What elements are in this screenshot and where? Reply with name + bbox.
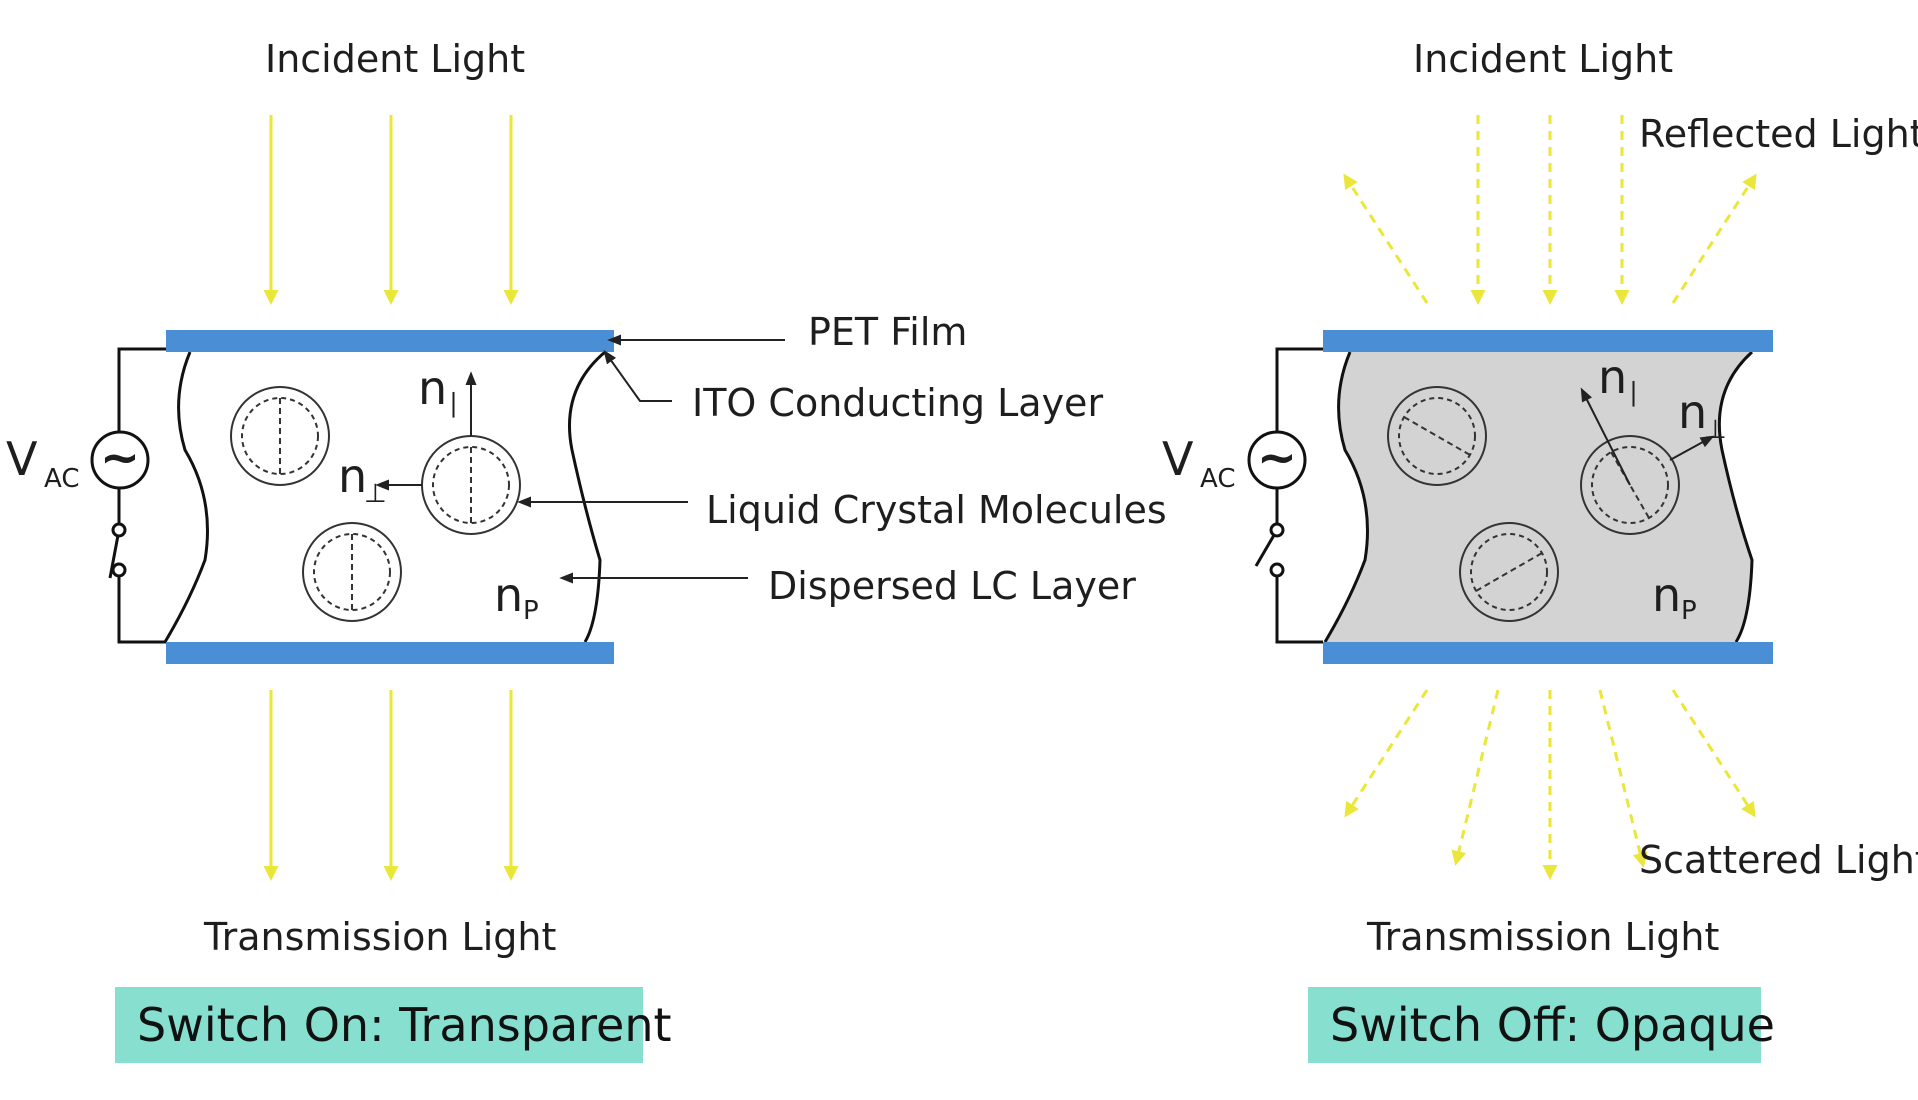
n-perp-label-left: n [338,449,367,503]
n-perp-subscript-right: ⊥ [1704,415,1727,445]
n-p-subscript-right: P [1681,596,1697,626]
status-switch-on: Switch On: Transparent [115,987,672,1063]
lc-droplet [230,386,330,486]
scattered-light-label: Scattered Light [1639,838,1918,882]
n-parallel-subscript-right: ∣ [1627,378,1640,408]
n-parallel-subscript-left: ∣ [447,389,460,419]
lc-droplet [302,522,402,622]
status-switch-off: Switch Off: Opaque [1308,987,1775,1063]
n-parallel-label-left: n [418,361,447,415]
lc-molecules-label: Liquid Crystal Molecules [706,488,1167,532]
transmission-light-label-right: Transmission Light [1366,915,1719,959]
ac-source-symbol-right: ~ [1257,430,1297,486]
panel-switch-on: ~ V AC n ∣ n ⊥ n P [6,115,785,881]
circuit-right [1247,347,1323,644]
lc-droplet [421,435,521,535]
incident-light-arrows-right [1470,115,1630,305]
pet-film-top-left [166,330,614,352]
pet-film-bottom-right [1323,642,1773,664]
n-parallel-label-right: n [1598,350,1627,404]
ac-source-symbol-left: ~ [100,430,140,486]
voltage-subscript-left: AC [44,464,79,494]
pet-film-label: PET Film [808,310,967,354]
n-p-label-left: n [494,568,523,622]
pet-film-top-right [1323,330,1773,352]
voltage-subscript-right: AC [1200,464,1235,494]
pet-film-bottom-left [166,642,614,664]
circuit-left [90,347,166,644]
transmission-light-label-left: Transmission Light [203,915,556,959]
incident-light-label-left: Incident Light [265,37,525,81]
lc-droplet [1459,522,1559,622]
lc-droplet [1387,386,1487,486]
n-perp-label-right: n [1678,385,1707,439]
transmission-light-arrows-left [263,690,519,881]
ito-layer-label: ITO Conducting Layer [692,381,1103,425]
voltage-label-right: V [1162,432,1194,486]
scattered-light-arrows [1344,689,1756,880]
panel-switch-off: ~ V AC n ∣ n ⊥ n P [1162,115,1773,880]
incident-light-label-right: Incident Light [1413,37,1673,81]
dispersed-lc-layer-label: Dispersed LC Layer [768,564,1136,608]
n-perp-arrow-right [1669,435,1715,461]
n-parallel-arrow-right [1580,387,1631,486]
n-p-subscript-left: P [523,596,539,626]
reflected-light-label: Reflected Light [1639,112,1918,156]
lc-droplets-left [230,386,521,622]
n-perp-subscript-left: ⊥ [364,479,387,509]
voltage-label-left: V [6,432,38,486]
incident-light-arrows-left [263,115,519,305]
label-leaders [517,334,785,584]
n-p-label-right: n [1652,568,1681,622]
